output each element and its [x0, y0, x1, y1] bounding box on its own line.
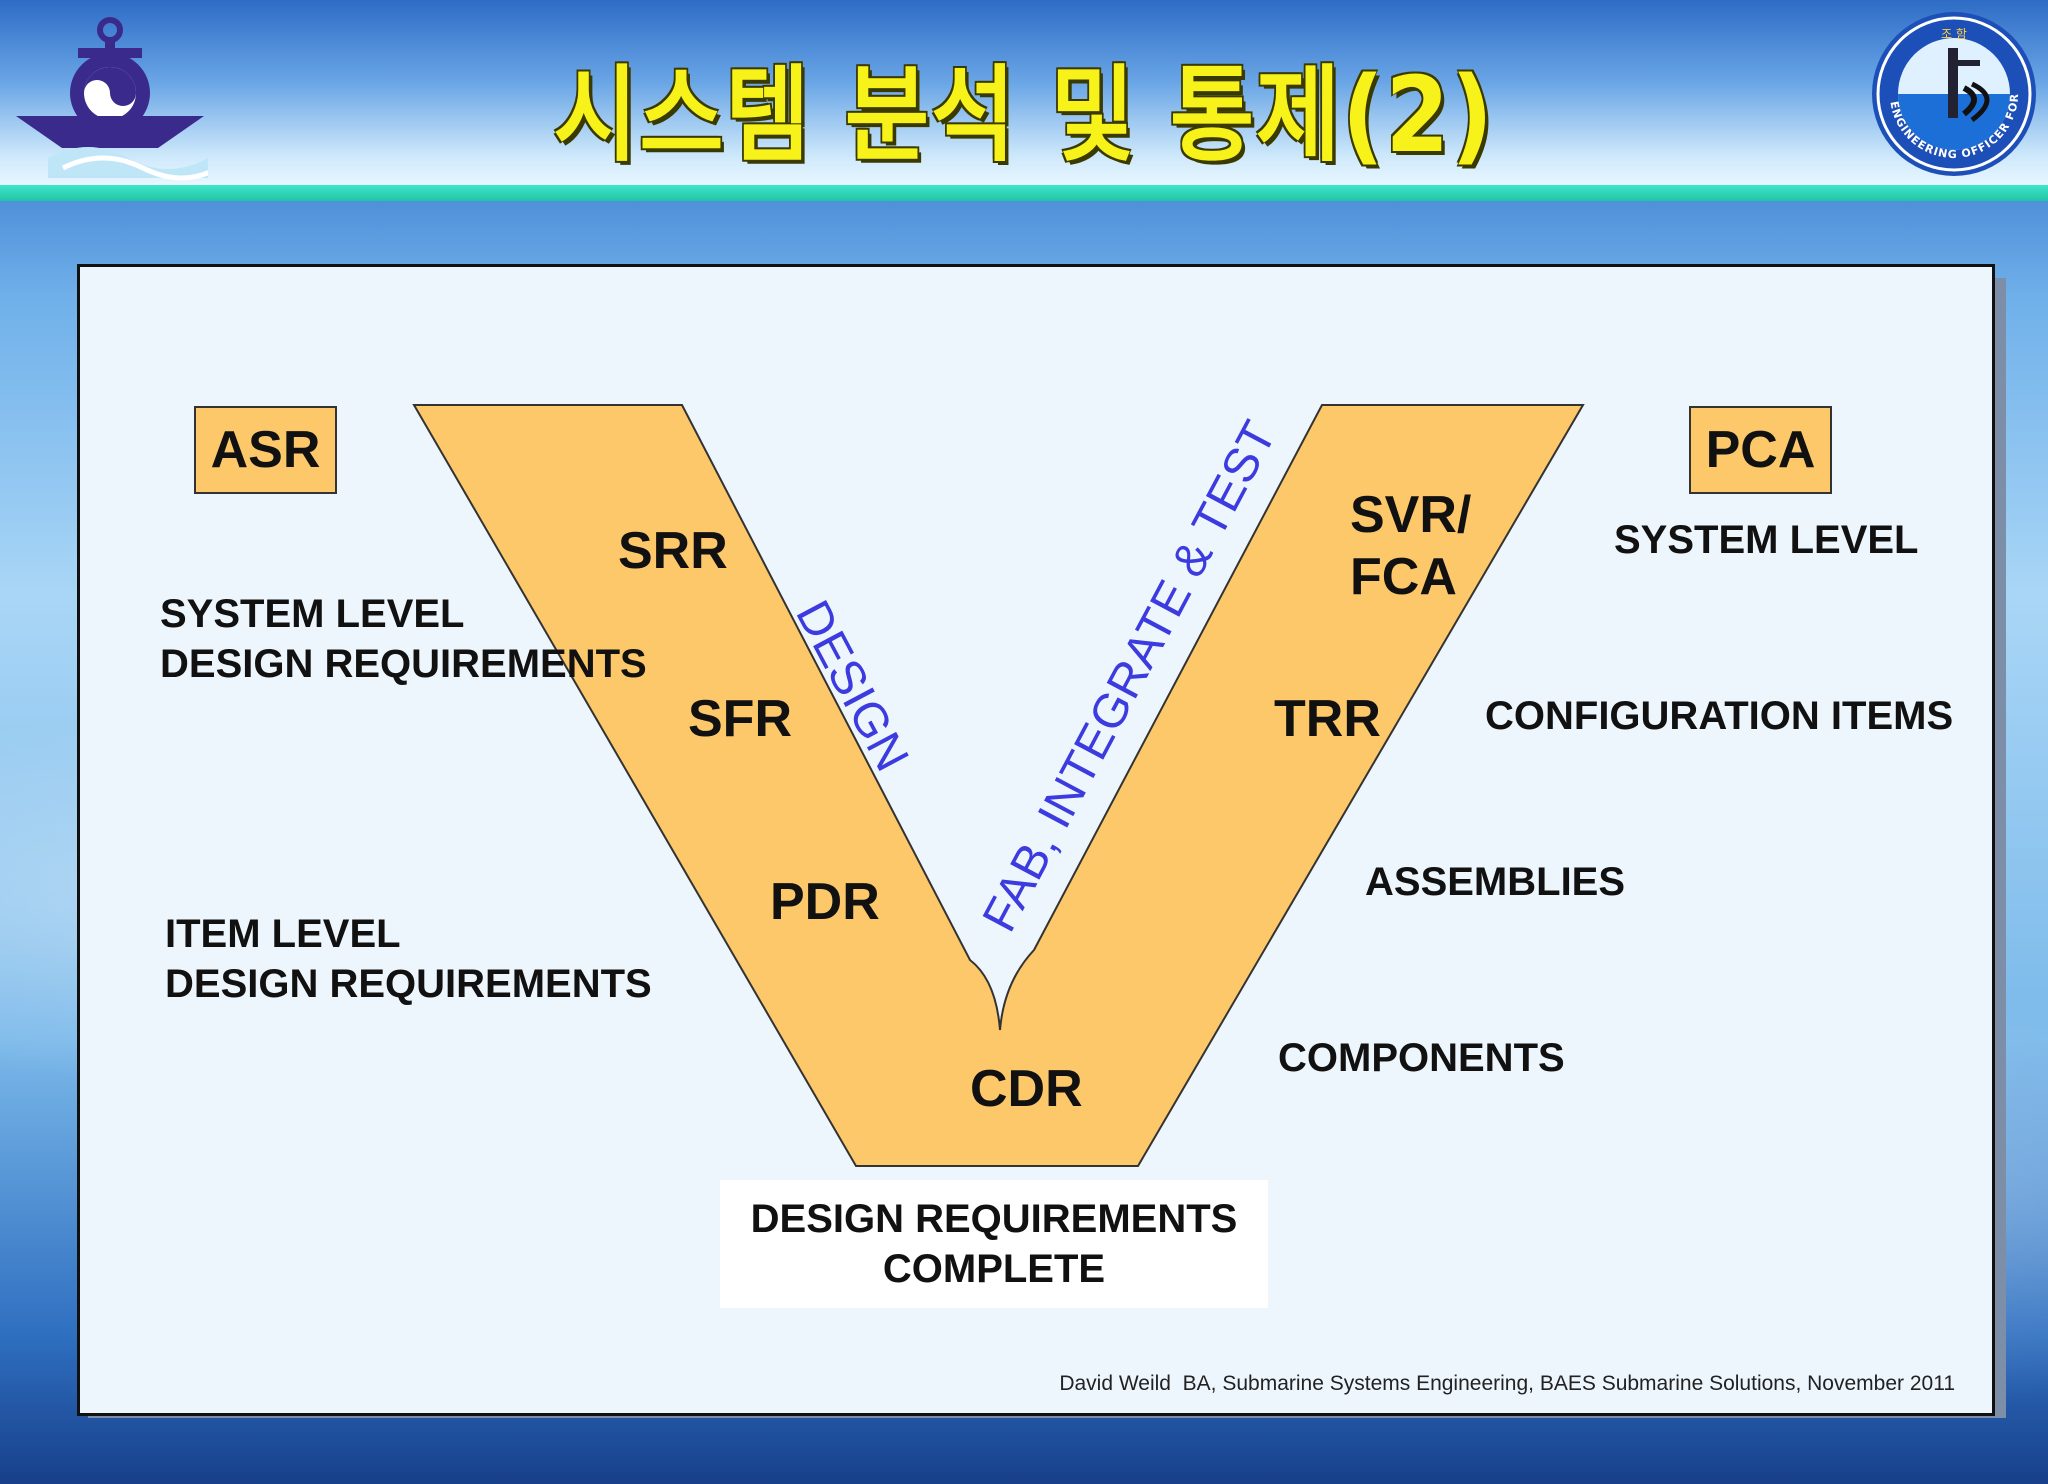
right-label-configuration-items: CONFIGURATION ITEMS — [1485, 694, 1954, 738]
milestone-asr: ASR — [194, 406, 337, 494]
complete-box-line2: COMPLETE — [882, 1247, 1106, 1291]
right-label-assemblies: ASSEMBLIES — [1365, 860, 1626, 904]
milestone-pca: PCA — [1689, 406, 1832, 494]
milestone-cdr: CDR — [970, 1060, 1083, 1118]
milestone-sfr: SFR — [688, 690, 792, 748]
design-requirements-complete-box: DESIGN REQUIREMENTS COMPLETE — [720, 1180, 1268, 1308]
milestone-svr: SVR/ — [1350, 486, 1472, 544]
left-label-item-level: ITEM LEVEL — [165, 912, 401, 956]
milestone-trr: TRR — [1274, 690, 1381, 748]
milestone-srr: SRR — [618, 522, 728, 580]
v-shape — [412, 404, 1585, 1167]
header-band — [0, 0, 2048, 185]
badge-top-text: 조 함 — [1941, 27, 1967, 41]
engineering-badge-icon: ENGINEERING OFFICER FOR SHIPBUILDING 조 함 — [1868, 8, 2036, 176]
navy-emblem-icon — [16, 17, 208, 181]
right-label-components: COMPONENTS — [1278, 1036, 1565, 1080]
left-label-system-level: SYSTEM LEVEL — [160, 592, 465, 636]
left-label-system-design-req: DESIGN REQUIREMENTS — [160, 642, 647, 686]
complete-box-line1: DESIGN REQUIREMENTS — [750, 1197, 1238, 1241]
source-citation: David Weild BA, Submarine Systems Engine… — [1059, 1372, 1955, 1395]
page-title: 시스템 분석 및 통제(2) — [553, 54, 1495, 176]
right-label-system-level: SYSTEM LEVEL — [1614, 518, 1919, 562]
milestone-fca: FCA — [1350, 548, 1457, 606]
milestone-pdr: PDR — [770, 873, 880, 931]
left-label-item-design-req: DESIGN REQUIREMENTS — [165, 962, 652, 1006]
header-accent-stripe — [0, 185, 2048, 201]
